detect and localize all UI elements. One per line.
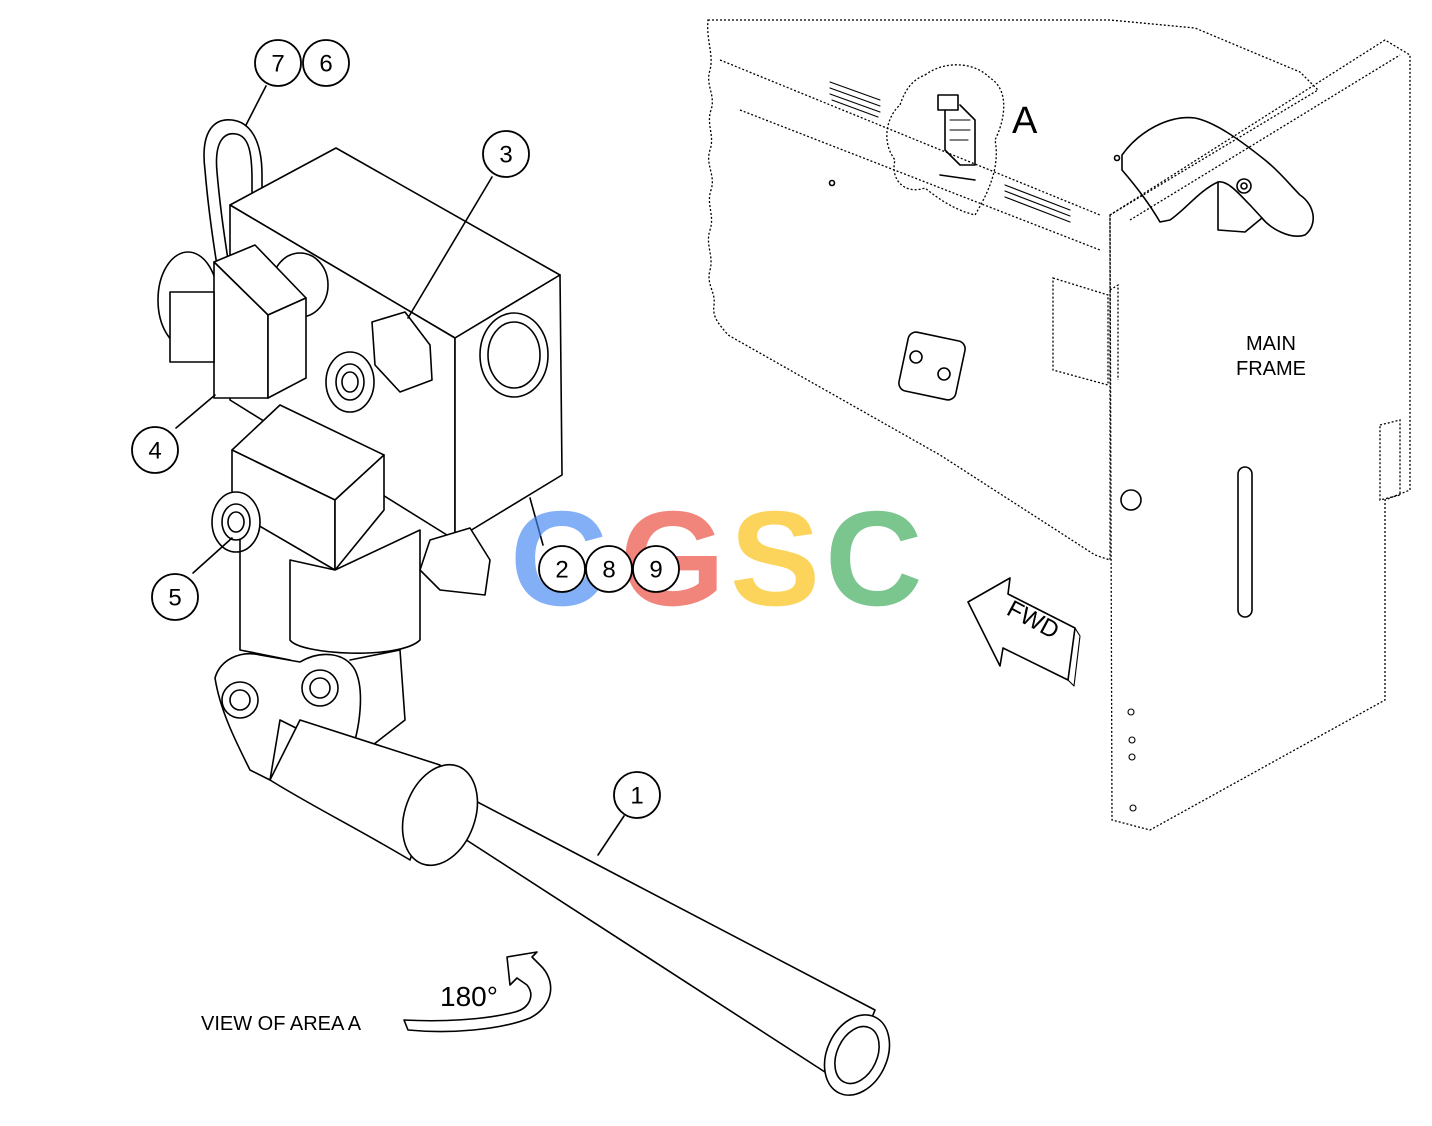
callout-6: 6 (302, 39, 350, 87)
callout-7-label: 7 (271, 51, 284, 78)
callout-9: 9 (632, 545, 680, 593)
watermark-letter-c2: C (825, 483, 923, 634)
valve-assembly-drawing (157, 119, 891, 1096)
callout-9-label: 9 (649, 557, 662, 584)
callout-5-label: 5 (168, 585, 181, 612)
callout-3: 3 (482, 130, 530, 178)
callout-3-label: 3 (499, 142, 512, 169)
leader-lines (175, 85, 625, 856)
rotation-arrow-icon (403, 951, 552, 1033)
main-frame-drawing (707, 19, 1411, 831)
callout-7: 7 (254, 39, 302, 87)
callout-4: 4 (131, 426, 179, 474)
forward-arrow-icon (967, 577, 1081, 687)
callout-2: 2 (538, 545, 586, 593)
main-frame-label-line1: MAIN (1246, 333, 1296, 355)
main-frame-label-line2: FRAME (1236, 358, 1306, 380)
callout-1: 1 (613, 771, 661, 819)
callout-5: 5 (151, 573, 199, 621)
area-a-label: A (1012, 100, 1038, 142)
callout-2-label: 2 (555, 557, 568, 584)
rotation-label: 180° (440, 981, 498, 1012)
view-caption: VIEW OF AREA A (201, 1013, 362, 1035)
watermark-letter-s: S (730, 483, 820, 634)
callout-4-label: 4 (148, 438, 161, 465)
callout-8: 8 (585, 545, 633, 593)
callout-8-label: 8 (602, 557, 615, 584)
callout-6-label: 6 (319, 51, 332, 78)
callout-1-label: 1 (630, 783, 643, 810)
